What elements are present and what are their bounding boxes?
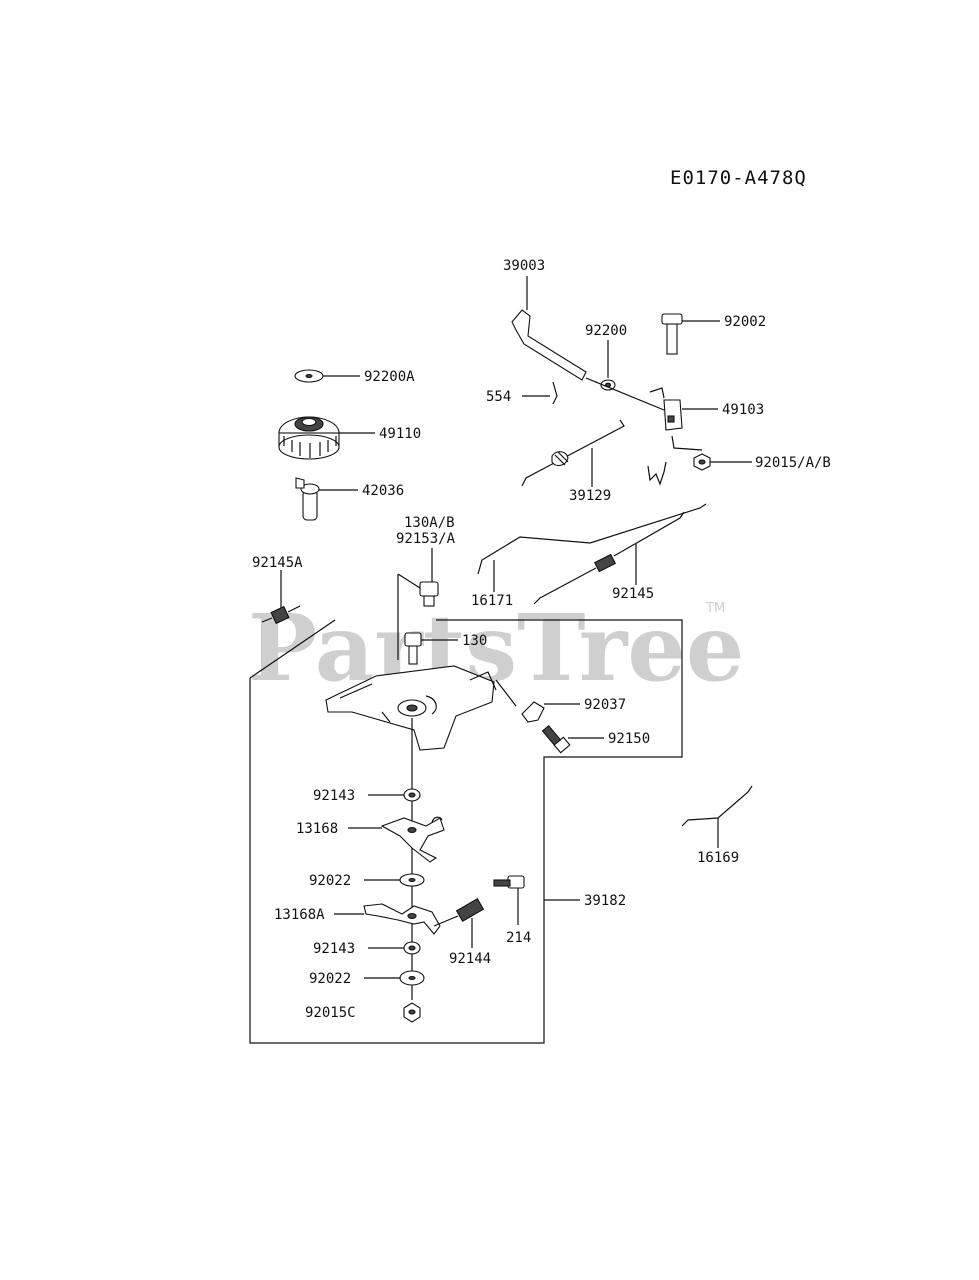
- callout-49110[interactable]: 49110: [379, 426, 421, 442]
- callout-92145[interactable]: 92145: [612, 586, 654, 602]
- part-92143-washer-lower[interactable]: [403, 941, 421, 955]
- callout-39003[interactable]: 39003: [503, 258, 545, 274]
- watermark-text: PartsTree: [248, 594, 744, 702]
- part-13168-lever[interactable]: [380, 816, 445, 863]
- part-49110-gear[interactable]: [278, 416, 340, 460]
- callout-39129[interactable]: 39129: [569, 488, 611, 504]
- callout-554[interactable]: 554: [486, 389, 511, 405]
- part-554-pin[interactable]: [552, 381, 558, 405]
- callout-92200[interactable]: 92200: [585, 323, 627, 339]
- callout-92022-lower[interactable]: 92022: [309, 971, 351, 987]
- part-control-plate[interactable]: [325, 665, 497, 751]
- callout-92153A[interactable]: 92153/A: [396, 531, 456, 547]
- diagram-code: E0170-A478Q: [670, 167, 807, 189]
- part-92037-clip[interactable]: [495, 679, 545, 723]
- part-92150-screw[interactable]: [541, 724, 571, 754]
- callout-92150[interactable]: 92150: [608, 731, 650, 747]
- callout-92144[interactable]: 92144: [449, 951, 491, 967]
- part-92145A-spring[interactable]: [261, 605, 301, 625]
- callout-13168[interactable]: 13168: [296, 821, 338, 837]
- callout-92037[interactable]: 92037: [584, 697, 626, 713]
- callout-92015AB[interactable]: 92015/A/B: [755, 455, 831, 471]
- assembly-outline-diag: [249, 619, 336, 679]
- part-39129-spring[interactable]: [521, 419, 625, 487]
- callout-42036[interactable]: 42036: [362, 483, 404, 499]
- leader-92015AB-ref: [671, 435, 703, 451]
- callout-13168A[interactable]: 13168A: [274, 907, 325, 923]
- callout-49103[interactable]: 49103: [722, 402, 764, 418]
- callout-130[interactable]: 130: [462, 633, 487, 649]
- part-16171-rod[interactable]: [477, 503, 707, 575]
- part-92022-washer-lower[interactable]: [399, 970, 425, 986]
- callout-130AB[interactable]: 130A/B: [404, 515, 455, 531]
- callout-16171[interactable]: 16171: [471, 593, 513, 609]
- part-92015C-nut[interactable]: [403, 1002, 421, 1023]
- leader-plate-ref-2: [397, 573, 421, 589]
- callout-214[interactable]: 214: [506, 930, 531, 946]
- callout-39182[interactable]: 39182: [584, 893, 626, 909]
- callout-92022-upper[interactable]: 92022: [309, 873, 351, 889]
- part-92200A-washer[interactable]: [294, 369, 324, 383]
- callout-92200A[interactable]: 92200A: [364, 369, 415, 385]
- part-92143-washer-upper[interactable]: [403, 788, 421, 802]
- part-13168A-lever[interactable]: [363, 903, 441, 935]
- part-92200-washer[interactable]: [600, 379, 616, 391]
- watermark-trademark: TM: [705, 601, 725, 616]
- callout-92143-lower[interactable]: 92143: [313, 941, 355, 957]
- callout-92143-upper[interactable]: 92143: [313, 788, 355, 804]
- callout-92015C[interactable]: 92015C: [305, 1005, 356, 1021]
- part-92145-spring[interactable]: [533, 511, 685, 605]
- part-130AB-bolt[interactable]: [419, 581, 439, 607]
- part-link-rod: [585, 377, 665, 411]
- part-49103-bracket[interactable]: [649, 387, 683, 431]
- part-92022-washer-upper[interactable]: [399, 873, 425, 887]
- callout-92145A[interactable]: 92145A: [252, 555, 303, 571]
- assembly-outline-39182: [249, 619, 683, 1044]
- part-42036-shaft[interactable]: [295, 477, 320, 521]
- part-clip-hook[interactable]: [647, 461, 667, 486]
- part-214-bolt[interactable]: [493, 875, 525, 889]
- part-39003-lever[interactable]: [511, 309, 587, 381]
- part-16169-link[interactable]: [681, 785, 753, 827]
- callout-92002[interactable]: 92002: [724, 314, 766, 330]
- part-92015AB-nut[interactable]: [693, 453, 711, 471]
- part-92002-bolt[interactable]: [661, 313, 683, 355]
- part-92144-spring[interactable]: [433, 898, 485, 927]
- callout-16169[interactable]: 16169: [697, 850, 739, 866]
